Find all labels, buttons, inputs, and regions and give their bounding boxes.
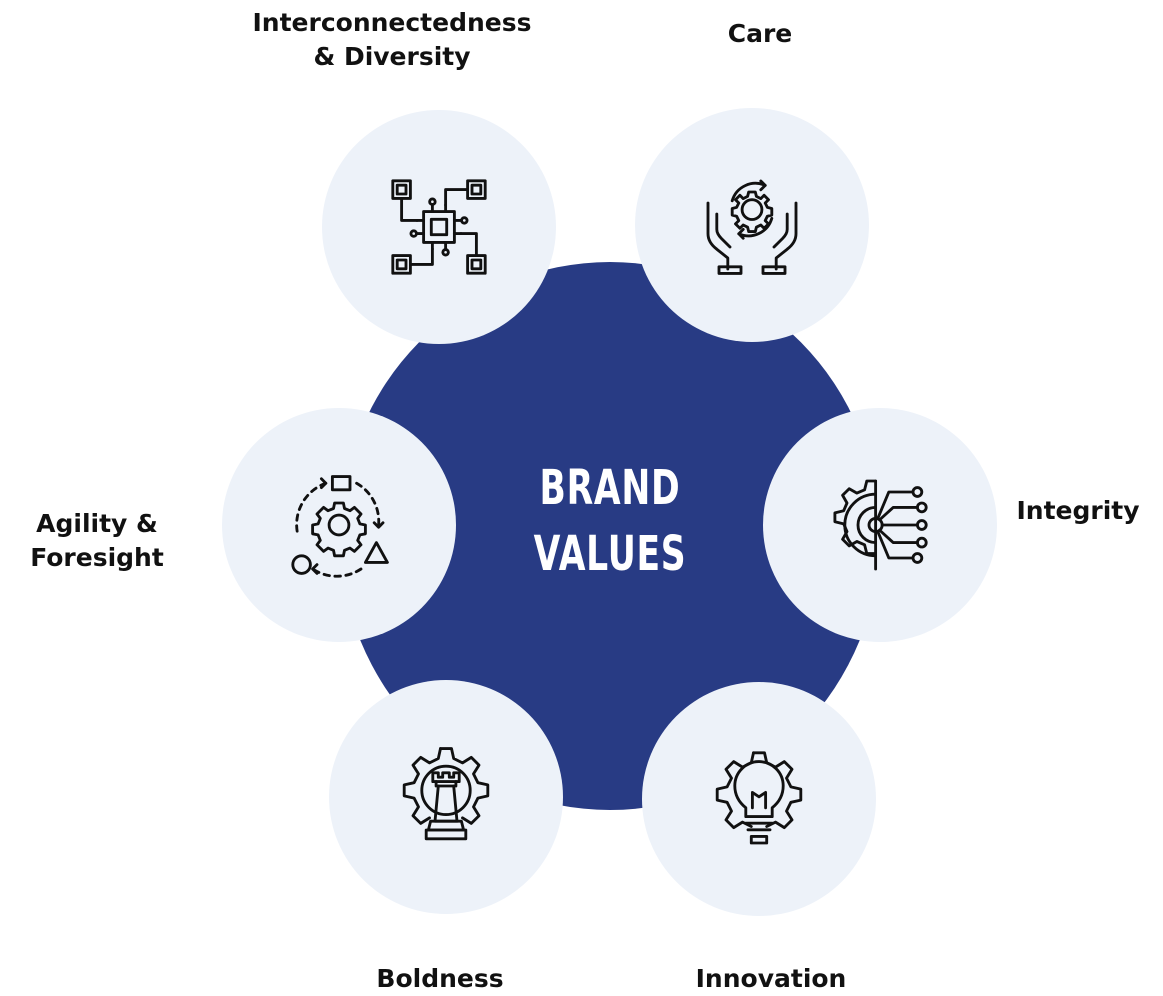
node-boldness: [329, 680, 563, 914]
label-interconnectedness-line1: Interconnectedness: [252, 8, 532, 37]
node-innovation: [642, 682, 876, 916]
center-title-line1: BRAND: [539, 460, 681, 516]
gear-circuit-icon: [833, 479, 928, 571]
hands-gear-icon: [706, 179, 798, 275]
label-care: Care: [690, 17, 830, 51]
label-boldness: Boldness: [350, 962, 530, 996]
center-title: BRAND VALUES: [416, 455, 805, 587]
label-innovation: Innovation: [676, 962, 866, 996]
label-interconnectedness: Interconnectedness & Diversity: [232, 6, 552, 74]
label-agility: Agility & Foresight: [14, 507, 180, 575]
node-interconnectedness: [322, 110, 556, 344]
label-integrity-line1: Integrity: [1016, 496, 1140, 525]
label-innovation-line1: Innovation: [695, 964, 847, 993]
node-care: [635, 108, 869, 342]
label-agility-line2: Foresight: [30, 543, 164, 572]
label-boldness-line1: Boldness: [376, 964, 504, 993]
node-integrity: [763, 408, 997, 642]
chess-rook-gear-icon: [402, 747, 490, 841]
node-agility: [222, 408, 456, 642]
label-integrity: Integrity: [1006, 494, 1150, 528]
lightbulb-gear-icon: [715, 751, 803, 845]
circuit-chip-icon: [391, 179, 487, 275]
cycle-gear-icon: [291, 475, 389, 578]
center-title-line2: VALUES: [533, 526, 687, 582]
label-interconnectedness-line2: & Diversity: [313, 42, 471, 71]
label-care-line1: Care: [727, 19, 793, 48]
label-agility-line1: Agility &: [36, 509, 158, 538]
